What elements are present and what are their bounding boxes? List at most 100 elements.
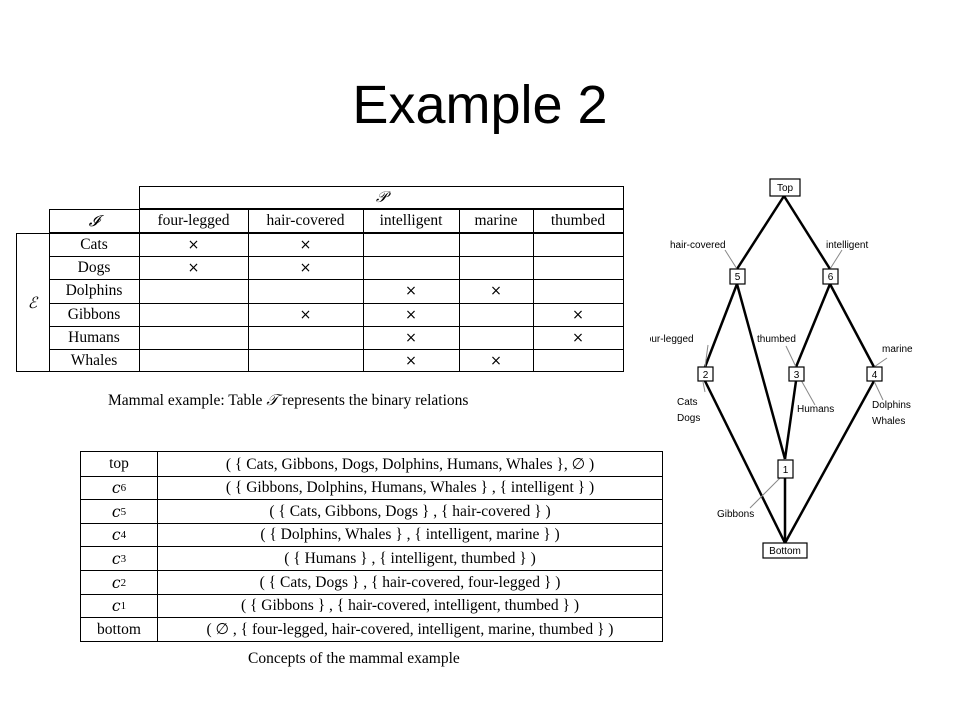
object-column-right-border <box>139 209 140 372</box>
object-column-left-border <box>49 233 50 372</box>
relation-mark: × <box>405 329 417 346</box>
edge-2-bottom <box>703 380 787 544</box>
label-marine: marine <box>882 344 913 355</box>
edge-top-6 <box>782 195 832 270</box>
concept-value: ( { Cats, Gibbons, Dogs } , { hair-cover… <box>269 502 551 520</box>
extent-symbol: ℰ <box>27 293 38 312</box>
concept-name-text: bottom <box>97 620 141 638</box>
relation-mark: × <box>299 236 312 253</box>
label-thumbed: thumbed <box>757 334 796 345</box>
relation-mark: × <box>405 283 417 299</box>
relation-mark: × <box>187 259 200 276</box>
edge-6-3 <box>794 283 832 368</box>
node-1: 1 <box>783 465 789 476</box>
label-hair-covered: hair-covered <box>670 240 726 251</box>
column-separator <box>533 209 534 372</box>
node-3: 3 <box>794 370 800 381</box>
concept-name-subscript: 5 <box>120 505 127 518</box>
object-label-gibbons: Gibbons <box>67 305 121 323</box>
edge-5-2 <box>703 283 739 368</box>
attribute-header-thumbed: thumbed <box>550 212 606 229</box>
concept-lattice-diagram: Top 5 6 2 3 4 1 Bottom hair-covered inte… <box>650 178 913 559</box>
label-four-legged: four-legged <box>650 334 694 345</box>
edge-6-4 <box>828 283 876 368</box>
caption-table-symbol: 𝒯 <box>266 391 279 409</box>
column-header-box <box>49 209 624 233</box>
concepts-table: top ( { Cats, Gibbons, Dogs, Dolphins, Hu… <box>80 451 663 642</box>
column-separator <box>363 209 364 372</box>
concept-column-separator <box>157 476 158 500</box>
label-intelligent: intelligent <box>826 240 868 251</box>
concept-row: top ( { Cats, Gibbons, Dogs, Dolphins, Hu… <box>81 452 662 476</box>
concepts-table-caption: Concepts of the mammal example <box>248 650 460 667</box>
context-table-caption: Mammal example: Table 𝒯 represents the b… <box>108 391 468 410</box>
concept-value: ( { Cats, Gibbons, Dogs, Dolphins, Human… <box>225 455 595 473</box>
column-separator <box>248 209 249 372</box>
edge-4-bottom <box>783 380 876 544</box>
concept-name-text: c <box>111 502 121 521</box>
concept-value: ( { Cats, Dogs } , { hair-covered, four-… <box>259 573 561 591</box>
node-4: 4 <box>872 370 878 381</box>
relation-mark: × <box>299 259 312 276</box>
concept-name-text: c <box>111 526 121 545</box>
edge-3-1 <box>783 380 798 460</box>
node-bottom: Bottom <box>769 546 801 557</box>
concept-column-separator <box>157 618 158 642</box>
row-separator <box>49 279 624 280</box>
row-separator <box>49 256 624 257</box>
concept-name-subscript: 1 <box>120 600 127 613</box>
relation-mark: × <box>405 352 417 369</box>
caption-suffix: represents the binary relations <box>278 392 469 409</box>
node-5: 5 <box>735 272 741 283</box>
caption-prefix: Mammal example: Table <box>108 392 267 409</box>
concept-value: ( ∅ , { four-legged, hair-covered, intel… <box>206 621 614 639</box>
concept-column-separator <box>157 571 158 594</box>
lattice-edges <box>703 195 876 544</box>
concept-column-separator <box>157 547 158 571</box>
concept-column-separator <box>157 523 158 547</box>
concept-name-subscript: 3 <box>120 552 127 565</box>
row-separator <box>49 349 624 350</box>
slide-title: Example 2 <box>352 75 608 135</box>
object-label-cats: Cats <box>80 235 108 253</box>
label-dolphins: Dolphins <box>872 400 911 411</box>
concept-value: ( { Humans } , { intelligent, thumbed } … <box>284 549 536 567</box>
concept-column-separator <box>157 594 158 618</box>
concept-name-subscript: 6 <box>120 482 127 495</box>
label-leader-lines <box>702 249 888 509</box>
concept-name-text: top <box>109 455 129 472</box>
concept-name-text: c <box>111 479 121 498</box>
node-top: Top <box>777 183 794 194</box>
label-dogs: Dogs <box>677 413 700 424</box>
object-label-dolphins: Dolphins <box>65 282 123 299</box>
lattice-node-labels: Top 5 6 2 3 4 1 Bottom <box>703 183 878 557</box>
object-label-humans: Humans <box>68 328 120 346</box>
lattice-node-boxes <box>697 178 883 559</box>
concept-name: bottom <box>81 618 157 641</box>
concept-name-text: c <box>111 573 121 592</box>
relation-mark: × <box>405 306 417 323</box>
edge-top-5 <box>735 195 786 270</box>
concept-value: ( { Gibbons, Dolphins, Humans, Whales } … <box>225 479 595 497</box>
relation-mark: × <box>187 236 200 253</box>
concept-name: top <box>81 452 157 476</box>
label-humans: Humans <box>797 404 834 415</box>
relation-mark: × <box>490 352 502 369</box>
object-label-whales: Whales <box>70 351 118 369</box>
concept-row: bottom ( ∅ , { four-legged, hair-covered,… <box>81 617 662 642</box>
concept-column-separator <box>157 500 158 524</box>
label-cats: Cats <box>677 397 698 408</box>
object-label-dogs: Dogs <box>77 258 111 276</box>
attribute-header-marine: marine <box>474 212 518 229</box>
attribute-header-hair-covered: hair-covered <box>266 212 345 229</box>
attribute-set-symbol: 𝒫 <box>375 188 388 206</box>
node-2: 2 <box>703 370 709 381</box>
label-gibbons: Gibbons <box>717 509 754 520</box>
